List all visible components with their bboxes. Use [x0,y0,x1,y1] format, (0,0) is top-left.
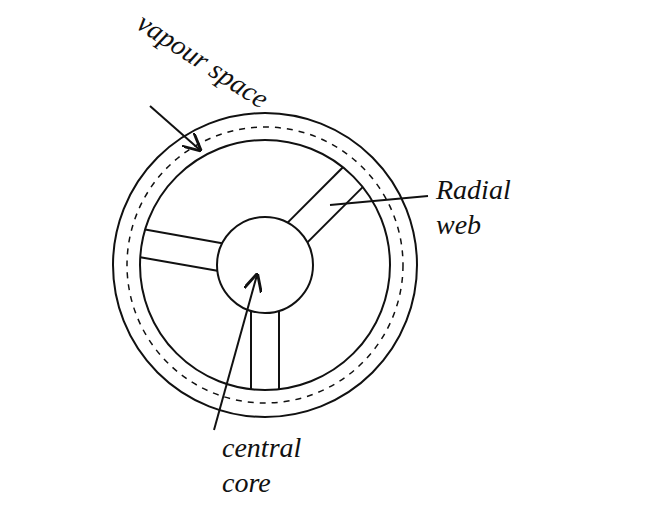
central-core-circle [217,217,313,313]
web-edge [145,230,222,244]
vapour-space-label: vapour space [131,5,276,116]
web-edge [250,311,252,389]
radial-web-label: Radial web [436,172,511,242]
leader-line [330,196,428,205]
outer-wall [113,113,417,417]
web-edge [288,167,343,222]
leader-arrow [150,106,200,150]
inner-wall [140,140,390,390]
leader-arrow [214,275,257,430]
web-edge [278,311,280,389]
web-edge [140,257,217,271]
central-core-label: central core [222,430,301,500]
wick-line [127,127,403,403]
